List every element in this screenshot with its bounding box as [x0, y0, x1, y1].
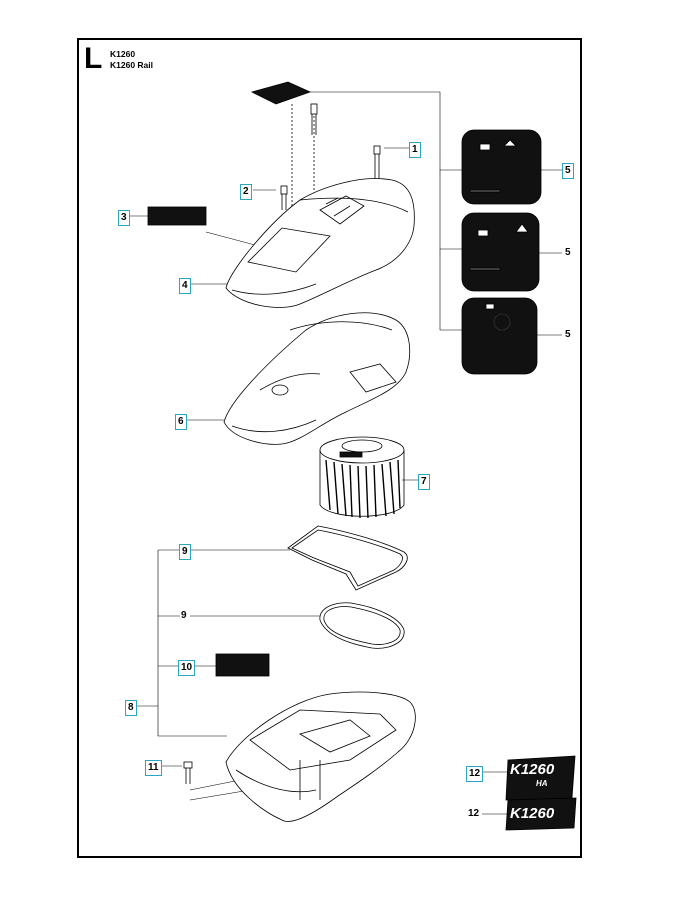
top-decal [250, 81, 312, 105]
cover-part-4 [225, 178, 415, 308]
decal-part-10 [215, 653, 270, 677]
callout-2: 2 [240, 184, 252, 200]
callout-5b: 5 [565, 247, 571, 258]
callout-7: 7 [418, 474, 430, 490]
model-name-2: K1260 Rail [110, 60, 153, 70]
model-decal-sub-text: HA [536, 779, 548, 788]
decal-part-3 [147, 206, 207, 226]
model-name-1: K1260 [110, 49, 136, 59]
callout-9b: 9 [181, 610, 187, 621]
callout-8: 8 [125, 700, 137, 716]
callout-11: 11 [145, 760, 162, 776]
callout-1: 1 [409, 142, 421, 158]
diagram-frame [77, 38, 582, 858]
model-decal-part-12 [505, 755, 577, 831]
inner-cover-part-6 [223, 312, 411, 445]
base-housing-part-8 [225, 691, 416, 822]
callout-3: 3 [118, 210, 130, 226]
callout-10: 10 [178, 660, 196, 676]
callout-9a: 9 [179, 544, 191, 560]
gasket-part-9 [287, 525, 408, 649]
callout-12a: 12 [466, 766, 484, 782]
air-filter-part-7 [319, 436, 405, 519]
section-letter: L [84, 42, 103, 75]
callout-5c: 5 [565, 329, 571, 340]
leader-lines [127, 91, 562, 815]
callout-4: 4 [179, 278, 191, 294]
model-decal-bottom-text: K1260 [510, 805, 555, 822]
decal-part-5-group [461, 129, 542, 375]
callout-12b: 12 [468, 808, 480, 819]
callout-6: 6 [175, 414, 187, 430]
screw-part-11 [183, 761, 193, 784]
callout-5a: 5 [562, 163, 574, 179]
model-decal-top-text: K1260 [510, 761, 555, 778]
